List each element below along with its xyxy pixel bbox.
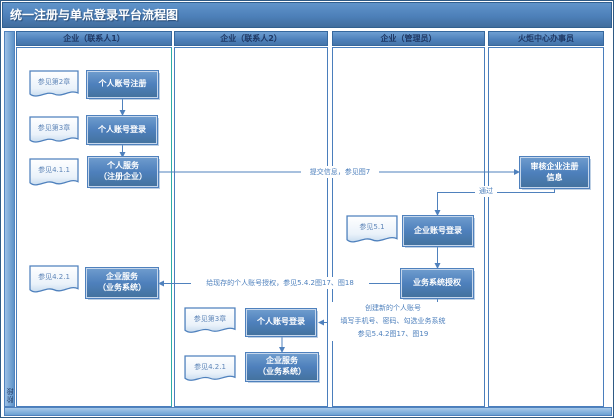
flow-node-personal-service-register-enterprise: 个人服务 （注册企业） [88,157,158,187]
flow-node-personal-account-login: 个人账号登录 [87,116,157,144]
doc-ref-5-1: 参见5.1 [346,215,398,248]
lane-header-enterprise-contact2: 企业（联系人2） [174,31,328,46]
doc-ref-4-2-1: 参见4.2.1 [29,265,79,298]
doc-ref-label: 参见4.1.1 [38,166,70,175]
lane-body-enterprise-contact2 [174,47,328,407]
diagram-title: 统一注册与单点登录平台流程图 [2,2,612,28]
edge-label-create-new-account: 创建新的个人账号 填写手机号、密码、勾选业务系统 参见5.4.2图17、图19 [328,302,458,341]
edge-label-authorize-existing-account: 给现存的个人账号授权，参见5.4.2图17、图18 [191,277,369,289]
doc-ref-label: 参见5.1 [359,223,385,232]
lane-body-enterprise-contact1 [16,47,172,407]
doc-ref-label: 参见第3章 [193,314,227,323]
edge-label-pass: 通过 [475,186,497,197]
flow-node-personal-account-register: 个人账号注册 [87,71,158,98]
lane-header-torch-center-clerk: 火炬中心办事员 [488,31,604,46]
flow-node-review-enterprise-registration: 审核企业注册 信息 [520,157,589,188]
flow-node-business-system-authorize: 业务系统授权 [401,269,473,298]
doc-ref-chapter3-lane2: 参见第3章 [184,307,236,338]
doc-ref-chapter3: 参见第3章 [29,116,79,148]
flow-node-personal-account-login-lane2: 个人账号登录 [246,309,316,336]
flow-node-enterprise-service-business-system-1: 企业服务 （业务系统） [86,268,158,298]
flow-node-enterprise-service-business-system-2: 企业服务 （业务系统） [246,353,318,381]
doc-ref-chapter2: 参见第2章 [29,70,79,102]
doc-ref-4-1-1: 参见4.1.1 [29,158,79,191]
lane-body-torch-center-clerk [488,47,604,407]
doc-ref-4-2-1-lane2: 参见4.2.1 [184,355,236,386]
doc-ref-label: 参见4.2.1 [194,362,226,371]
doc-ref-label: 参见第2章 [37,78,71,87]
phase-strip: 阶段 [4,31,15,407]
lane-header-enterprise-contact1: 企业（联系人1） [16,31,172,46]
doc-ref-label: 参见第3章 [37,124,71,133]
doc-ref-label: 参见4.2.1 [38,273,70,282]
flow-node-enterprise-account-login: 企业账号登录 [403,216,473,246]
bottom-frame-strip [4,407,612,416]
edge-label-submit-info: 提交信息，参见图7 [301,166,379,178]
phase-label: 阶段 [6,387,14,403]
lane-header-enterprise-admin: 企业（管理员） [332,31,485,46]
